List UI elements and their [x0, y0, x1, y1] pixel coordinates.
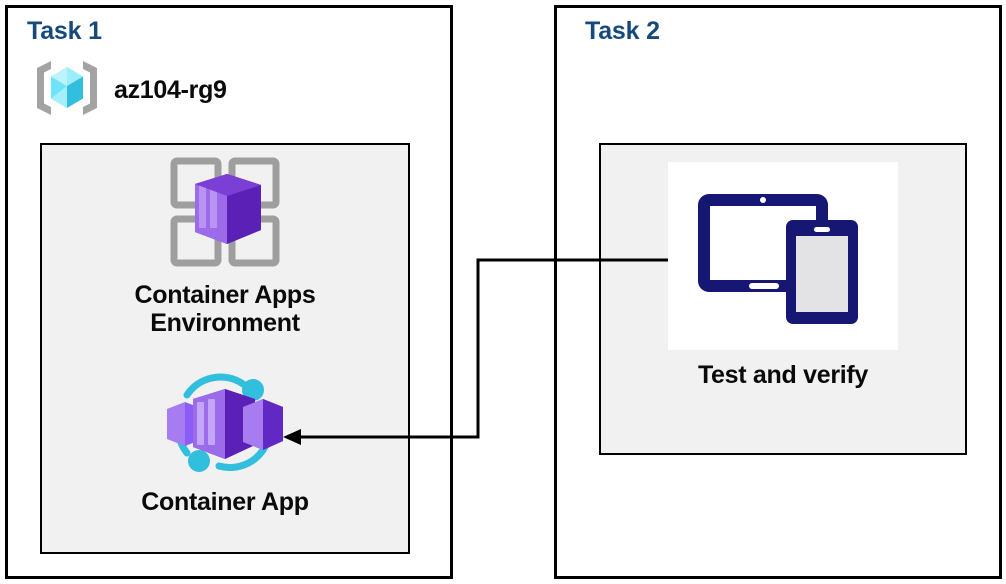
resource-group-row: az104-rg9 — [33, 58, 227, 123]
resource-group-icon — [33, 58, 101, 123]
container-apps-environment-label-line-2: Environment — [150, 309, 300, 337]
container-app-icon — [159, 371, 291, 484]
container-apps-environment-label-line-1: Container Apps — [134, 281, 316, 309]
task-1-heading: Task 1 — [27, 17, 102, 45]
resource-group-label: az104-rg9 — [114, 76, 227, 104]
container-app-label: Container App — [141, 488, 309, 516]
container-apps-environment-item: Container Apps Environment — [40, 152, 410, 337]
test-and-verify-item: Test and verify — [599, 162, 967, 389]
container-apps-environment-label: Container Apps Environment — [135, 281, 316, 337]
container-apps-environment-icon — [165, 152, 285, 277]
test-and-verify-icon-plate — [668, 162, 898, 350]
container-app-item: Container App — [40, 371, 410, 516]
devices-icon — [688, 174, 878, 339]
task-2-heading: Task 2 — [585, 17, 660, 45]
test-and-verify-label: Test and verify — [697, 361, 869, 389]
